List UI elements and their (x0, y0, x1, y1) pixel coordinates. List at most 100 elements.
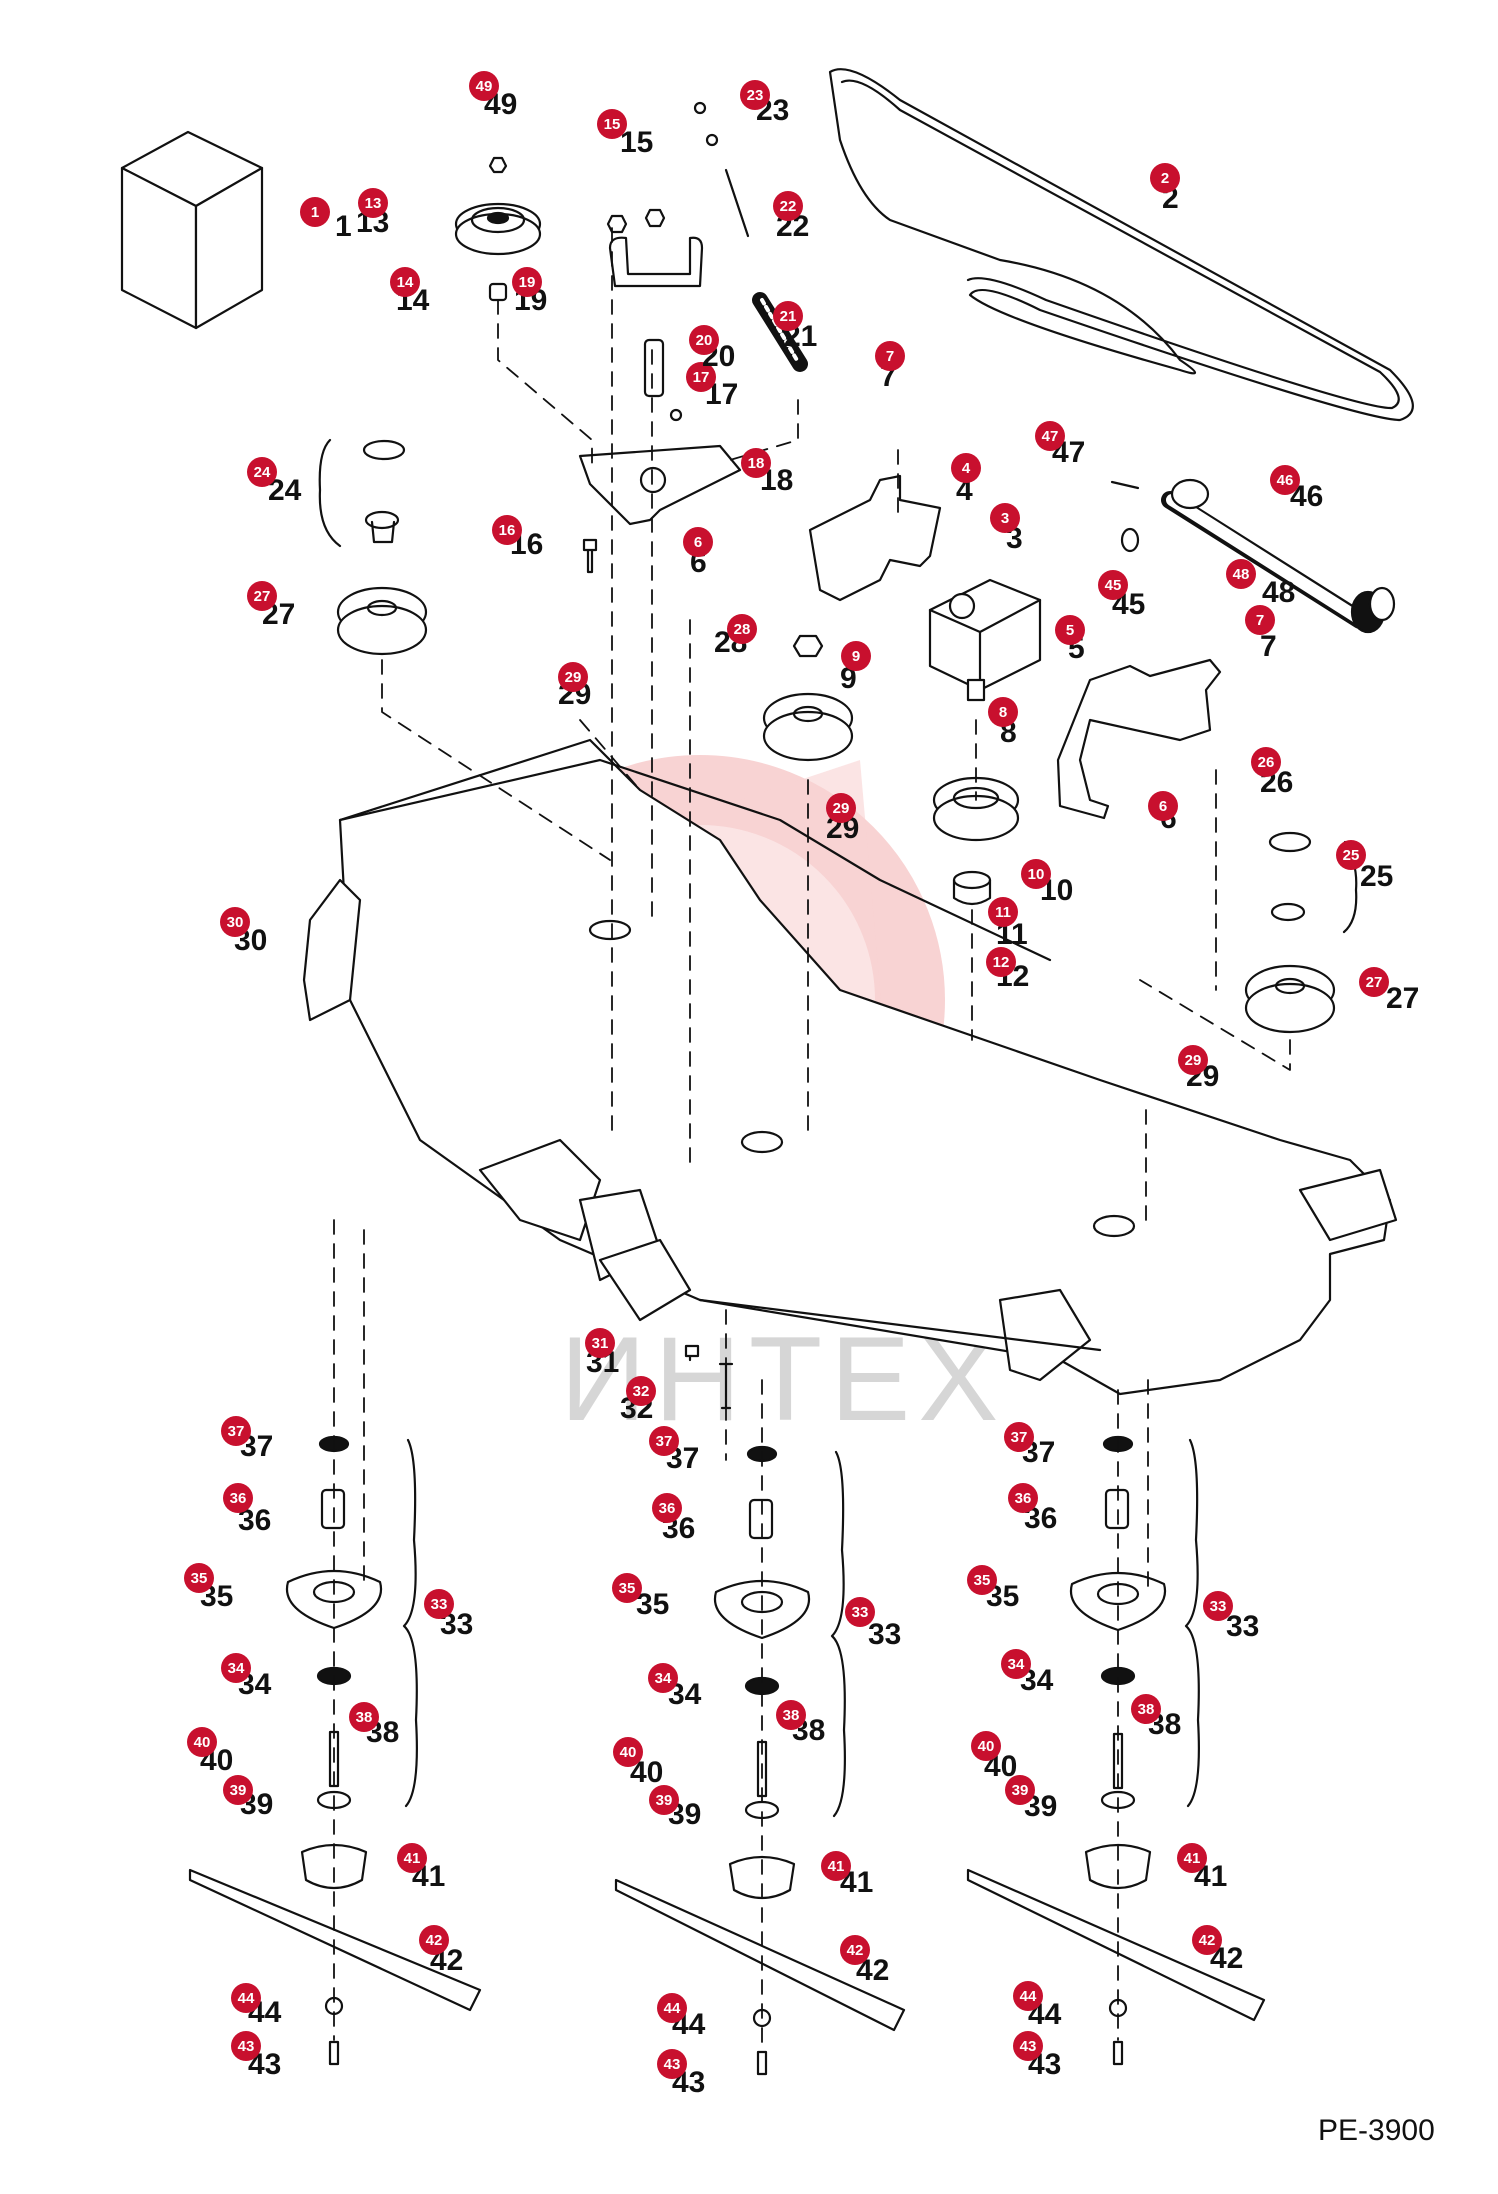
callout-badge-number: 45 (1105, 577, 1122, 594)
part-28-pulley (762, 634, 854, 762)
part-25-cap (1268, 831, 1358, 934)
callout-badge-number: 36 (230, 1490, 247, 1507)
callout-badge (184, 1563, 214, 1593)
callout-badge-number: 24 (254, 464, 271, 481)
callout-part-number: 15 (620, 126, 653, 159)
callout-badge (221, 1653, 251, 1683)
callout-badge (649, 1785, 679, 1815)
callout-badge-number: 27 (254, 588, 271, 605)
spindle-stack-center (614, 1445, 906, 2076)
callout-badge (1013, 1981, 1043, 2011)
callout-badge (397, 1843, 427, 1873)
callout-badge (585, 1328, 615, 1358)
callout-badge-number: 38 (783, 1707, 800, 1724)
callout-badge (971, 1731, 1001, 1761)
callout-badge (492, 515, 522, 545)
callout-badge (221, 1416, 251, 1446)
callout-badge-number: 38 (1138, 1701, 1155, 1718)
drawing-code: PE-3900 (1318, 2114, 1435, 2147)
callout-part-number: 27 (1386, 982, 1419, 1015)
callout-badge (358, 188, 388, 218)
callout-badge-number: 26 (1258, 754, 1275, 771)
callout-badge-number: 23 (747, 87, 764, 104)
callout-badge-number: 15 (604, 116, 621, 133)
callout-badge (652, 1493, 682, 1523)
callout-badge-number: 44 (1020, 1988, 1037, 2005)
callout-badge (558, 662, 588, 692)
callout-badge (986, 947, 1016, 977)
callout-badge-number: 14 (397, 274, 414, 291)
callout-badge (686, 362, 716, 392)
callout-badge (424, 1589, 454, 1619)
callout-badge (683, 527, 713, 557)
callout-badge (1178, 1045, 1208, 1075)
part-1-box (120, 130, 264, 330)
part-24-cap (318, 438, 406, 548)
callout-badge-number: 4 (962, 460, 971, 477)
part-2-belt (828, 68, 1414, 422)
callout-badge-number: 19 (519, 274, 536, 291)
callout-badge (220, 907, 250, 937)
callout-badge-number: 8 (999, 704, 1007, 721)
callout-badge (776, 1700, 806, 1730)
callout-badge (597, 109, 627, 139)
callout-badge-number: 39 (230, 1782, 247, 1799)
callout-badge (1013, 2031, 1043, 2061)
callout-part-number: 1 (335, 210, 352, 243)
callout-badge (649, 1426, 679, 1456)
callout-badge (247, 581, 277, 611)
callout-badge (1226, 559, 1256, 589)
callout-badge-number: 29 (565, 669, 582, 686)
part-18-bracket (578, 208, 742, 574)
callout-badge (626, 1376, 656, 1406)
part-8-pulley (932, 776, 1020, 842)
callout-7: 77 (875, 341, 905, 393)
callout-3: 33 (990, 503, 1023, 555)
callout-badge-number: 6 (1159, 798, 1167, 815)
callout-badge (469, 71, 499, 101)
callout-badge-number: 13 (365, 195, 382, 212)
callout-badge-number: 21 (780, 308, 797, 325)
callout-badge (1148, 791, 1178, 821)
callout-badge (1336, 840, 1366, 870)
callout-badge (727, 614, 757, 644)
callout-badge-number: 32 (633, 1383, 650, 1400)
callout-badge (1035, 421, 1065, 451)
callout-badge-number: 2 (1161, 170, 1169, 187)
part-4-bracket (808, 474, 942, 602)
spindle-stack-right (966, 1435, 1266, 2066)
callout-badge (187, 1727, 217, 1757)
callout-badge (657, 2049, 687, 2079)
part-3-gearbox (928, 578, 1042, 702)
callout-badge-number: 20 (696, 332, 713, 349)
callout-badge (231, 1983, 261, 2013)
callout-badge (223, 1483, 253, 1513)
callout-badge-number: 1 (311, 204, 319, 221)
callout-badge-number: 37 (228, 1423, 245, 1440)
callout-badge (612, 1573, 642, 1603)
callout-badge (1055, 615, 1085, 645)
